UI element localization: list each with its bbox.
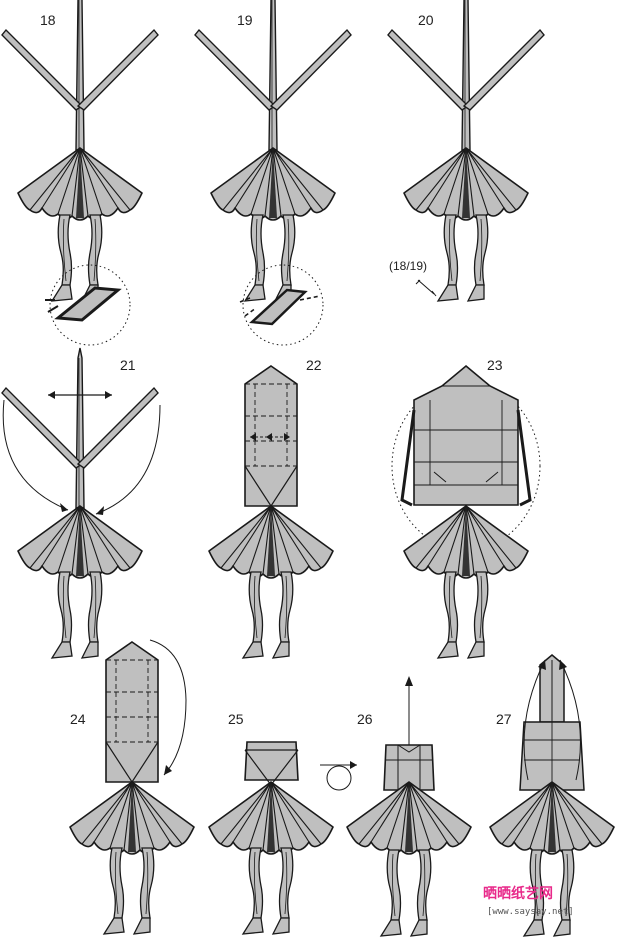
step-number-20: 20 bbox=[418, 12, 434, 28]
step-number-26: 26 bbox=[357, 711, 373, 727]
step-number-18: 18 bbox=[40, 12, 56, 28]
step-23-figure bbox=[391, 364, 541, 659]
step-reference-label: (18/19) bbox=[389, 259, 427, 273]
step-26-figure bbox=[346, 676, 472, 937]
site-watermark: 晒晒纸艺网 [www.saysay.net] bbox=[483, 885, 574, 917]
step-number-24: 24 bbox=[70, 711, 86, 727]
step-19-figure bbox=[194, 0, 352, 346]
step-18-figure bbox=[1, 0, 159, 346]
step-25-figure bbox=[208, 741, 357, 935]
step-number-25: 25 bbox=[228, 711, 244, 727]
step-24-figure bbox=[69, 639, 195, 935]
watermark-url-text: [www.saysay.net] bbox=[487, 907, 574, 917]
watermark-chinese-text: 晒晒纸艺网 bbox=[483, 885, 553, 902]
step-number-23: 23 bbox=[487, 357, 503, 373]
step-number-21: 21 bbox=[120, 357, 136, 373]
step-20-figure: (18/19) bbox=[387, 0, 545, 302]
step-27-figure bbox=[489, 654, 615, 937]
step-21-figure bbox=[1, 347, 161, 659]
step-number-22: 22 bbox=[306, 357, 322, 373]
step-number-19: 19 bbox=[237, 12, 253, 28]
step-number-27: 27 bbox=[496, 711, 512, 727]
step-22-figure bbox=[208, 365, 334, 659]
